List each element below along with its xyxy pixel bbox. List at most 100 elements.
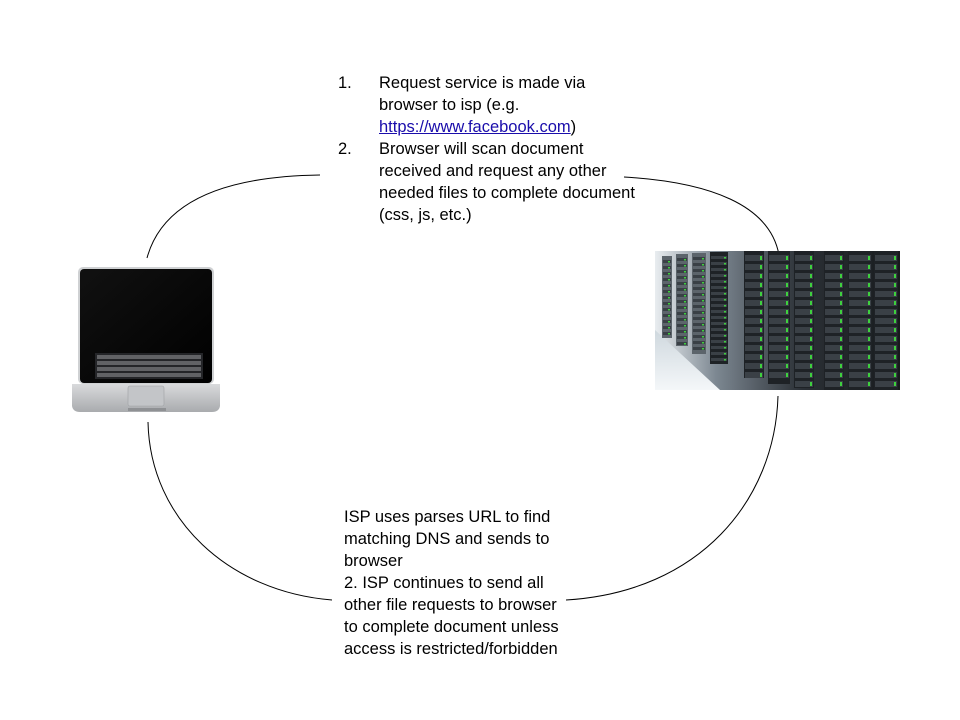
server-led bbox=[868, 310, 870, 314]
server-slot bbox=[693, 269, 705, 272]
server-led bbox=[684, 295, 686, 297]
server-led bbox=[702, 288, 704, 290]
server-slot bbox=[849, 318, 871, 324]
step-2: 2.Browser will scan document received an… bbox=[338, 138, 638, 226]
server-slot bbox=[663, 278, 671, 281]
server-slot bbox=[875, 354, 897, 360]
server-led bbox=[840, 319, 842, 323]
server-slot bbox=[769, 345, 789, 351]
server-slot bbox=[711, 316, 727, 319]
server-led bbox=[786, 265, 788, 269]
server-slot bbox=[693, 305, 705, 308]
server-slot bbox=[663, 272, 671, 275]
server-slot bbox=[663, 284, 671, 287]
server-led bbox=[894, 265, 896, 269]
server-slot bbox=[795, 363, 813, 369]
server-led bbox=[786, 337, 788, 341]
server-slot bbox=[693, 281, 705, 284]
server-led bbox=[702, 342, 704, 344]
server-led bbox=[724, 263, 726, 265]
server-led bbox=[702, 312, 704, 314]
server-led bbox=[786, 256, 788, 260]
server-slot bbox=[769, 273, 789, 279]
server-slot bbox=[849, 309, 871, 315]
server-led bbox=[668, 273, 670, 275]
server-slot bbox=[693, 317, 705, 320]
server-led bbox=[684, 271, 686, 273]
server-slot bbox=[711, 346, 727, 349]
server-led bbox=[724, 299, 726, 301]
server-led bbox=[760, 301, 762, 305]
server-led bbox=[810, 355, 812, 359]
server-led bbox=[760, 256, 762, 260]
server-led bbox=[668, 303, 670, 305]
server-led bbox=[760, 319, 762, 323]
server-led bbox=[786, 283, 788, 287]
server-led bbox=[668, 267, 670, 269]
server-led bbox=[810, 256, 812, 260]
server-led bbox=[894, 337, 896, 341]
server-led bbox=[894, 319, 896, 323]
server-slot bbox=[795, 354, 813, 360]
server-led bbox=[668, 327, 670, 329]
server-slot bbox=[875, 300, 897, 306]
isp-response-line-2: 2. ISP continues to send all other file … bbox=[344, 574, 559, 658]
server-led bbox=[684, 325, 686, 327]
server-led bbox=[810, 301, 812, 305]
server-led bbox=[724, 293, 726, 295]
step-2-number: 2. bbox=[338, 140, 352, 158]
server-slot bbox=[849, 300, 871, 306]
server-led bbox=[702, 282, 704, 284]
server-led bbox=[760, 364, 762, 368]
server-slot bbox=[769, 327, 789, 333]
server-led bbox=[810, 310, 812, 314]
server-slot bbox=[693, 335, 705, 338]
server-led bbox=[894, 274, 896, 278]
server-led bbox=[786, 346, 788, 350]
server-led bbox=[724, 341, 726, 343]
server-led bbox=[684, 277, 686, 279]
server-slot bbox=[875, 255, 897, 261]
server-led bbox=[840, 346, 842, 350]
server-led bbox=[868, 274, 870, 278]
server-slot bbox=[769, 264, 789, 270]
server-led bbox=[760, 265, 762, 269]
server-led bbox=[840, 373, 842, 377]
server-led bbox=[894, 310, 896, 314]
server-led bbox=[684, 331, 686, 333]
server-led bbox=[840, 337, 842, 341]
server-led bbox=[702, 336, 704, 338]
server-slot bbox=[711, 286, 727, 289]
server-slot bbox=[769, 255, 789, 261]
arc-bottom-right bbox=[565, 395, 779, 601]
server-led bbox=[840, 364, 842, 368]
laptop-icon bbox=[72, 267, 220, 412]
server-slot bbox=[795, 300, 813, 306]
server-slot bbox=[875, 336, 897, 342]
server-led bbox=[724, 257, 726, 259]
server-slot bbox=[745, 300, 763, 306]
server-led bbox=[724, 311, 726, 313]
facebook-link[interactable]: https://www.facebook.com bbox=[379, 118, 571, 136]
server-led bbox=[810, 283, 812, 287]
server-led bbox=[786, 355, 788, 359]
server-slot bbox=[745, 318, 763, 324]
server-led bbox=[684, 283, 686, 285]
server-led bbox=[868, 373, 870, 377]
server-slot bbox=[825, 291, 843, 297]
server-led bbox=[760, 310, 762, 314]
server-led bbox=[684, 301, 686, 303]
server-slot bbox=[795, 336, 813, 342]
server-slot bbox=[875, 273, 897, 279]
server-slot bbox=[795, 273, 813, 279]
server-slot bbox=[677, 288, 687, 291]
server-slot bbox=[769, 291, 789, 297]
step-1-text: Request service is made via browser to i… bbox=[379, 74, 586, 114]
server-slot bbox=[693, 311, 705, 314]
server-led bbox=[786, 373, 788, 377]
server-led bbox=[724, 335, 726, 337]
server-slot bbox=[795, 264, 813, 270]
server-slot bbox=[663, 314, 671, 317]
server-slot bbox=[677, 258, 687, 261]
